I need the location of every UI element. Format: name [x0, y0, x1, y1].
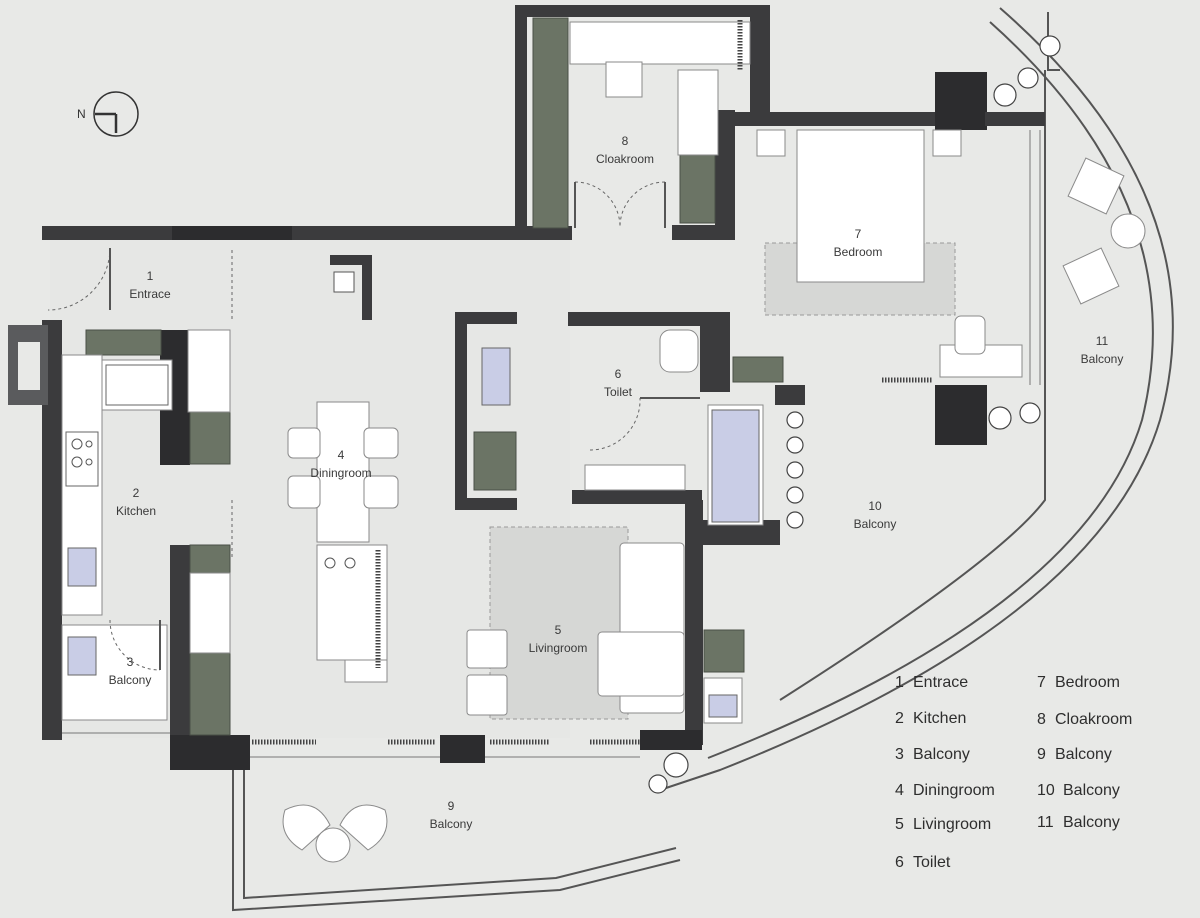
room-name: Bedroom — [833, 245, 883, 259]
room-label-diningroom: 4 Diningroom — [300, 446, 382, 482]
room-number: 6 — [614, 367, 622, 381]
plants — [648, 35, 1061, 794]
legend-label: Cloakroom — [1055, 711, 1133, 728]
legend-item-8: 8 Cloakroom — [1037, 711, 1132, 729]
room-name: Livingroom — [528, 641, 588, 655]
legend-label: Bedroom — [1055, 674, 1120, 691]
legend-label: Diningroom — [913, 782, 995, 799]
room-label-kitchen: 2 Kitchen — [96, 484, 176, 520]
legend-item-3: 3 Balcony — [895, 746, 970, 764]
legend-item-9: 9 Balcony — [1037, 746, 1112, 764]
room-number: 3 — [126, 655, 134, 669]
window-grills — [252, 20, 932, 745]
legend-item-11: 11 Balcony — [1037, 814, 1120, 832]
legend-number: 5 — [895, 816, 904, 833]
legend-label: Balcony — [1063, 814, 1120, 831]
room-number: 8 — [621, 134, 629, 148]
legend-item-1: 1 Entrace — [895, 674, 968, 692]
room-label-entrace: 1 Entrace — [110, 267, 190, 303]
legend-number: 1 — [895, 674, 904, 691]
legend-number: 2 — [895, 710, 904, 727]
legend-number: 7 — [1037, 674, 1046, 691]
cabinets — [85, 17, 784, 736]
room-name: Balcony — [853, 517, 897, 531]
legend-item-2: 2 Kitchen — [895, 710, 966, 728]
room-number: 4 — [337, 448, 345, 462]
room-label-cloakroom: 8 Cloakroom — [585, 132, 665, 168]
compass-icon — [93, 91, 139, 137]
legend-number: 4 — [895, 782, 904, 799]
room-name: Cloakroom — [595, 152, 655, 166]
legend-label: Entrace — [913, 674, 969, 691]
cooktop — [71, 438, 356, 569]
walls — [8, 5, 1045, 770]
window-lines — [62, 130, 1041, 758]
room-label-balcony-3: 3 Balcony — [90, 653, 170, 689]
legend-number: 3 — [895, 746, 904, 763]
balcony-outline — [232, 7, 1174, 912]
room-label-toilet: 6 Toilet — [588, 365, 648, 401]
doors — [47, 181, 666, 671]
room-name: Entrace — [129, 287, 171, 301]
legend-label: Balcony — [913, 746, 970, 763]
legend-number: 11 — [1037, 814, 1054, 831]
legend-number: 9 — [1037, 746, 1046, 763]
room-name: Balcony — [429, 817, 473, 831]
room-number: 7 — [854, 227, 862, 241]
room-label-balcony-10: 10 Balcony — [835, 497, 915, 533]
legend-label: Balcony — [1055, 746, 1112, 763]
room-name: Balcony — [108, 673, 152, 687]
room-label-livingroom: 5 Livingroom — [518, 621, 598, 657]
room-number: 1 — [146, 269, 154, 283]
column — [330, 255, 372, 320]
room-name: Toilet — [603, 385, 632, 399]
legend-label: Balcony — [1063, 782, 1120, 799]
legend-item-10: 10 Balcony — [1037, 782, 1120, 800]
room-label-bedroom: 7 Bedroom — [818, 225, 898, 261]
room-name: Diningroom — [310, 466, 372, 480]
legend-item-7: 7 Bedroom — [1037, 674, 1120, 692]
room-number: 5 — [554, 623, 562, 637]
legend-item-4: 4 Diningroom — [895, 782, 995, 800]
legend-item-6: 6 Toilet — [895, 854, 950, 872]
room-name: Kitchen — [115, 504, 157, 518]
legend-number: 8 — [1037, 711, 1046, 728]
room-label-balcony-9: 9 Balcony — [411, 797, 491, 833]
legend-number: 6 — [895, 854, 904, 871]
room-label-balcony-11: 11 Balcony — [1062, 332, 1142, 368]
room-number: 11 — [1095, 334, 1109, 348]
compass-label: N — [77, 107, 86, 121]
legend-label: Livingroom — [913, 816, 992, 833]
legend-label: Toilet — [913, 854, 951, 871]
room-number: 2 — [132, 486, 140, 500]
legend-item-5: 5 Livingroom — [895, 816, 991, 834]
legend-number: 10 — [1037, 782, 1055, 799]
room-number: 10 — [868, 499, 882, 513]
room-number: 9 — [447, 799, 455, 813]
room-name: Balcony — [1080, 352, 1124, 366]
door-leaves — [109, 182, 700, 670]
fixtures — [65, 347, 760, 718]
legend-label: Kitchen — [913, 710, 967, 727]
